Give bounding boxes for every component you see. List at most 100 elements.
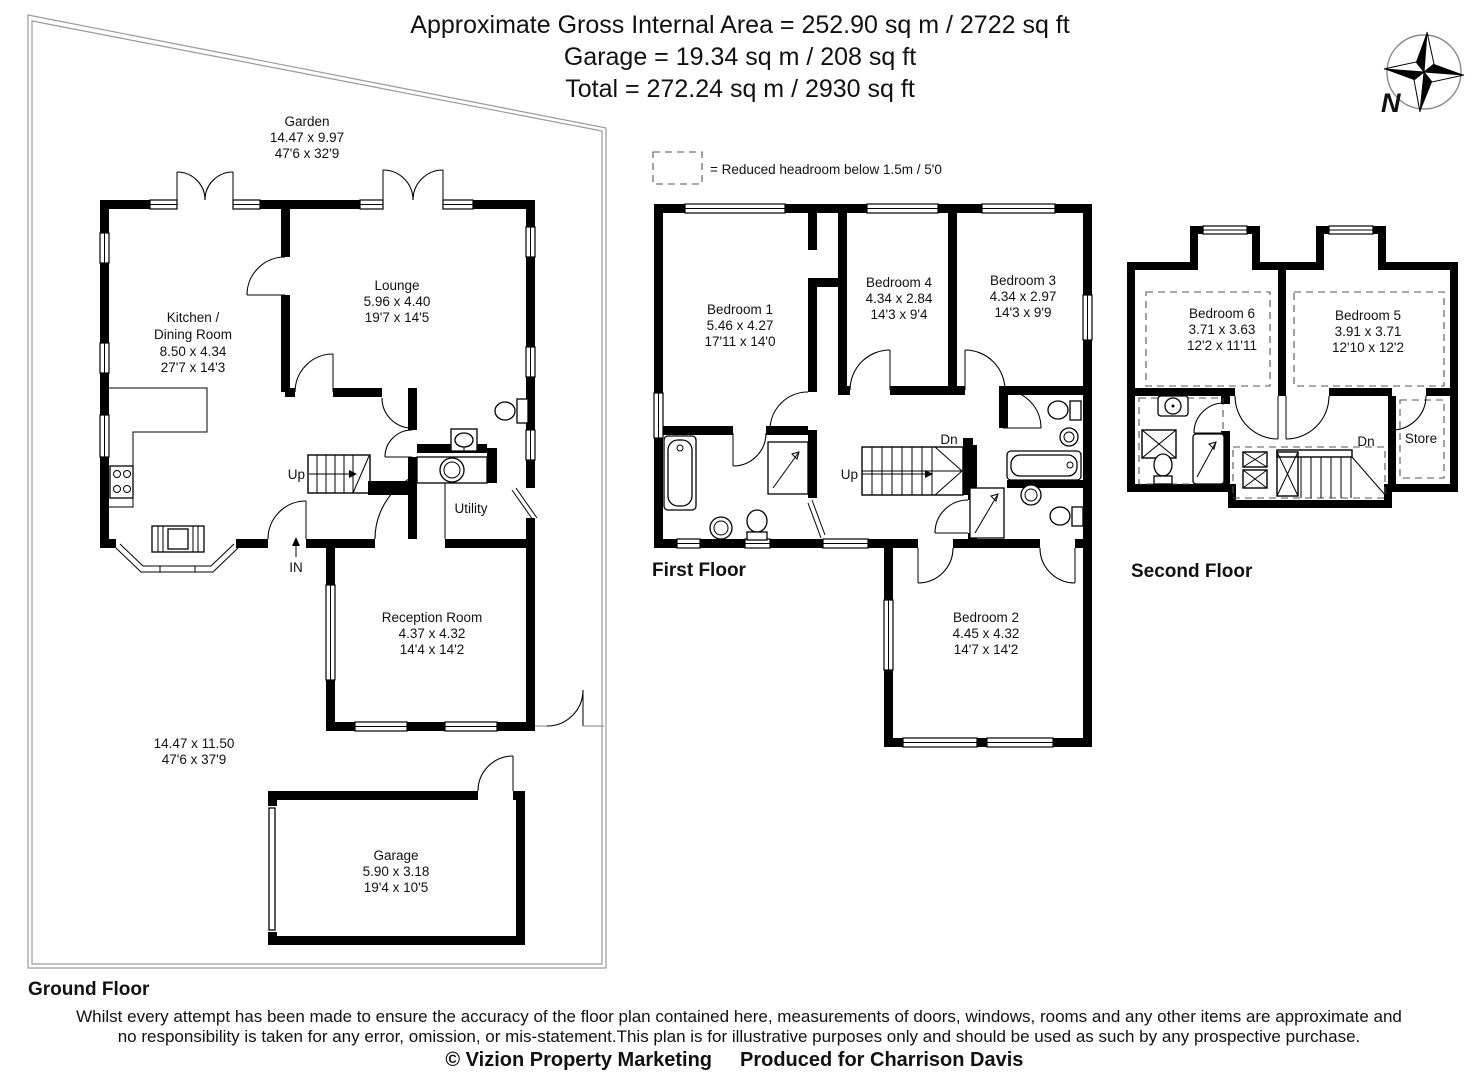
first-labels: Bedroom 1 5.46 x 4.27 17'11 x 14'0 Bedro… bbox=[652, 273, 1056, 657]
reception-metric: 4.37 x 4.32 bbox=[399, 626, 466, 641]
toilet-icon bbox=[1047, 400, 1082, 421]
lounge-name: Lounge bbox=[374, 278, 419, 293]
reduced-headroom-swatch bbox=[652, 151, 703, 185]
sink-icon bbox=[709, 516, 733, 540]
garage-imperial: 19'4 x 10'5 bbox=[364, 880, 428, 895]
storage-boxes bbox=[1242, 451, 1299, 497]
legend-text: = Reduced headroom below 1.5m / 5'0 bbox=[710, 162, 942, 177]
bathroom-fixtures bbox=[663, 400, 1084, 541]
bedroom2-metric: 4.45 x 4.32 bbox=[953, 626, 1020, 641]
header: Approximate Gross Internal Area = 252.90… bbox=[410, 11, 1069, 103]
bedroom4-imperial: 14'3 x 9'4 bbox=[871, 307, 928, 322]
copyright-text: © Vizion Property Marketing bbox=[445, 1049, 712, 1071]
bedroom5-metric: 3.91 x 3.71 bbox=[1335, 324, 1402, 339]
doors bbox=[176, 169, 604, 727]
up-label-first: Up bbox=[841, 467, 858, 482]
first-floor-title: First Floor bbox=[652, 560, 747, 581]
disclaimer-line2: no responsibility is taken for any error… bbox=[118, 1027, 1361, 1046]
sink-icon bbox=[1059, 427, 1079, 447]
garden-metric: 14.47 x 9.97 bbox=[270, 130, 344, 145]
bay-window bbox=[115, 543, 239, 573]
windows bbox=[1202, 225, 1374, 235]
shower-icon bbox=[1141, 429, 1177, 459]
up-label-ground: Up bbox=[288, 467, 305, 482]
doors bbox=[1193, 395, 1427, 440]
disclaimer-line1: Whilst every attempt has been made to en… bbox=[76, 1007, 1402, 1026]
plot-metric: 14.47 x 11.50 bbox=[154, 736, 235, 751]
bedroom6-imperial: 12'2 x 11'11 bbox=[1187, 338, 1257, 353]
utility-label: Utility bbox=[455, 501, 488, 516]
toilet-icon bbox=[494, 398, 529, 424]
wc-fixtures bbox=[416, 398, 529, 484]
utility-sink-icon bbox=[416, 456, 488, 484]
north-label: N bbox=[1381, 88, 1401, 118]
bedroom1-name: Bedroom 1 bbox=[707, 302, 773, 317]
bedroom4-metric: 4.34 x 2.84 bbox=[866, 291, 933, 306]
stairs-icon bbox=[307, 454, 371, 494]
shower-tray-icon bbox=[1192, 433, 1225, 485]
stairs-icon bbox=[861, 446, 964, 496]
walls bbox=[1127, 226, 1458, 508]
bedroom1-imperial: 17'11 x 14'0 bbox=[705, 334, 776, 349]
kitchen-name1: Kitchen / bbox=[167, 310, 220, 325]
ground-floor-title: Ground Floor bbox=[28, 979, 150, 1000]
gross-area-text: Approximate Gross Internal Area = 252.90… bbox=[410, 11, 1069, 39]
kitchen-counter bbox=[109, 387, 208, 508]
windows bbox=[99, 199, 536, 732]
second-floor-title: Second Floor bbox=[1131, 561, 1253, 582]
bathroom-fixtures bbox=[1141, 395, 1225, 485]
toilet-icon bbox=[746, 509, 768, 541]
garage-structure bbox=[268, 755, 525, 945]
fireplace-icon bbox=[151, 525, 205, 553]
dn-label-first: Dn bbox=[940, 432, 957, 447]
hob-icon bbox=[109, 465, 134, 499]
produced-for-text: Produced for Charrison Davis bbox=[740, 1049, 1023, 1071]
bedroom6-name: Bedroom 6 bbox=[1189, 306, 1255, 321]
shower-icon bbox=[767, 441, 809, 495]
garden-imperial: 47'6 x 32'9 bbox=[275, 146, 339, 161]
compass-icon: N bbox=[1381, 31, 1465, 118]
lounge-imperial: 19'7 x 14'5 bbox=[365, 310, 429, 325]
legend: = Reduced headroom below 1.5m / 5'0 bbox=[652, 151, 942, 185]
dn-label-second: Dn bbox=[1357, 434, 1374, 449]
entry-arrow bbox=[292, 537, 300, 557]
footer: Whilst every attempt has been made to en… bbox=[76, 1007, 1402, 1071]
reception-imperial: 14'4 x 14'2 bbox=[400, 642, 464, 657]
kitchen-metric: 8.50 x 4.34 bbox=[160, 344, 227, 359]
bedroom5-imperial: 12'10 x 12'2 bbox=[1332, 340, 1404, 355]
windows bbox=[653, 203, 1093, 748]
stairs-icon bbox=[1232, 446, 1387, 499]
bedroom3-name: Bedroom 3 bbox=[990, 273, 1056, 288]
first-floor-plan: Bedroom 1 5.46 x 4.27 17'11 x 14'0 Bedro… bbox=[652, 203, 1093, 748]
store-label: Store bbox=[1405, 431, 1437, 446]
toilet-icon bbox=[1153, 453, 1173, 485]
plot-boundary bbox=[27, 14, 607, 969]
bedroom5-name: Bedroom 5 bbox=[1335, 308, 1401, 323]
bedroom6-metric: 3.71 x 3.63 bbox=[1189, 322, 1256, 337]
garage-door bbox=[268, 807, 276, 931]
garage-area-text: Garage = 19.34 sq m / 208 sq ft bbox=[564, 43, 916, 71]
second-labels: Bedroom 6 3.71 x 3.63 12'2 x 11'11 Bedro… bbox=[1131, 306, 1437, 582]
kitchen-imperial: 27'7 x 14'3 bbox=[161, 360, 225, 375]
garage-name: Garage bbox=[373, 848, 418, 863]
ground-labels: Garden 14.47 x 9.97 47'6 x 32'9 Kitchen … bbox=[28, 114, 488, 1000]
bath-icon bbox=[1006, 450, 1082, 481]
in-label: IN bbox=[289, 560, 303, 575]
sink-icon bbox=[1157, 395, 1189, 417]
ground-floor-plan: Garden 14.47 x 9.97 47'6 x 32'9 Kitchen … bbox=[28, 114, 604, 1000]
garden-name: Garden bbox=[284, 114, 329, 129]
doors bbox=[732, 349, 1076, 584]
bath-icon bbox=[663, 435, 697, 511]
toilet-icon bbox=[1049, 506, 1084, 527]
lounge-metric: 5.96 x 4.40 bbox=[364, 294, 431, 309]
bedroom2-imperial: 14'7 x 14'2 bbox=[954, 642, 1018, 657]
kitchen-name2: Dining Room bbox=[154, 327, 232, 342]
total-area-text: Total = 272.24 sq m / 2930 sq ft bbox=[565, 75, 915, 103]
bedroom1-metric: 5.46 x 4.27 bbox=[707, 318, 774, 333]
bedroom4-name: Bedroom 4 bbox=[866, 275, 933, 290]
bedroom3-imperial: 14'3 x 9'9 bbox=[995, 305, 1052, 320]
bedroom2-name: Bedroom 2 bbox=[953, 610, 1019, 625]
second-floor-plan: Bedroom 6 3.71 x 3.63 12'2 x 11'11 Bedro… bbox=[1127, 225, 1458, 582]
